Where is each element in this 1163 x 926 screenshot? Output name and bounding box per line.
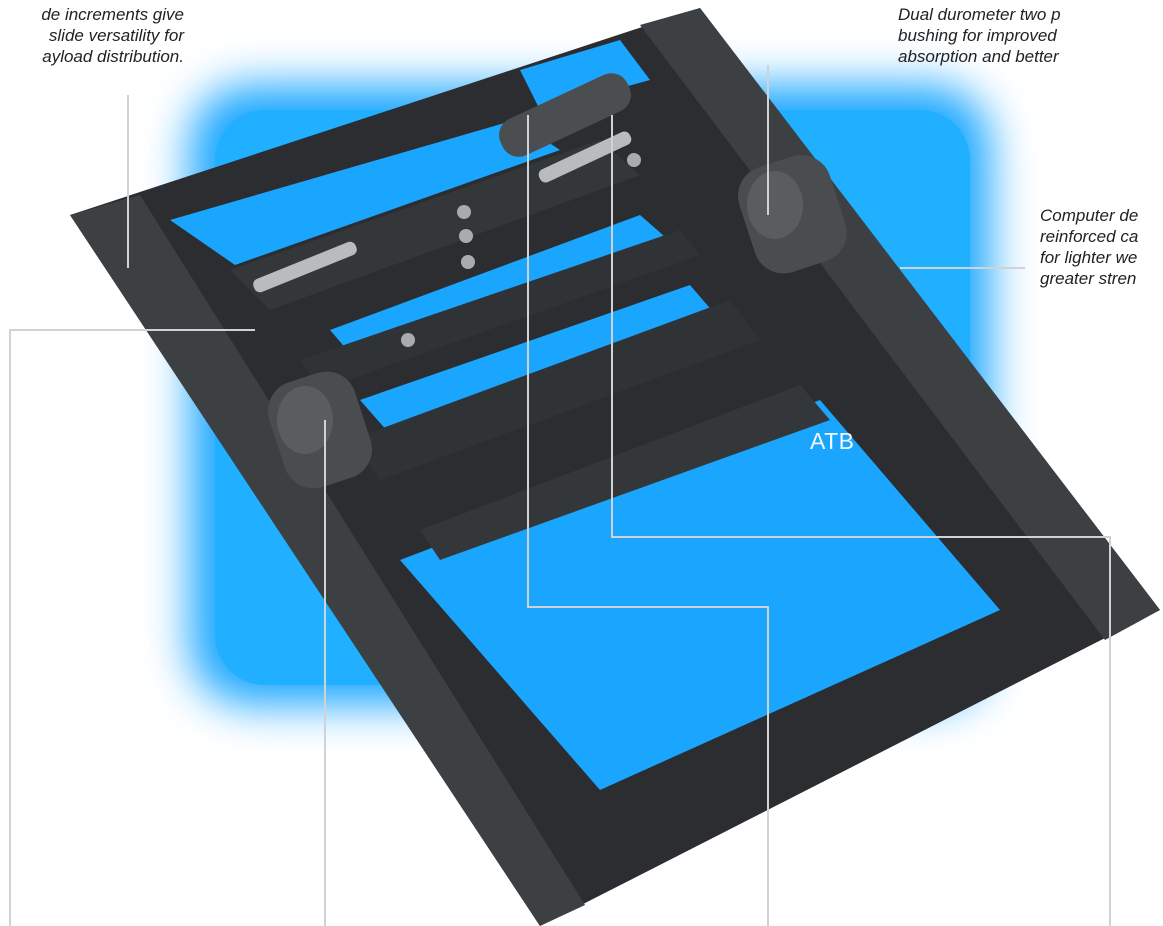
bolt	[457, 205, 471, 219]
callout-line: de increments give	[41, 5, 184, 24]
callout-line: bushing for improved	[898, 26, 1057, 45]
callout-line: slide versatility for	[48, 26, 184, 45]
mid-window-2	[360, 285, 720, 440]
leader-lines	[9, 65, 1111, 926]
leader-spring-bottom	[611, 115, 1111, 926]
callout-line: absorption and better	[898, 47, 1059, 66]
bushing-right	[747, 171, 803, 239]
callout-line: Dual durometer two p	[898, 5, 1061, 24]
upper-window	[520, 40, 650, 110]
crossbar-4	[420, 385, 830, 560]
bushing-left	[277, 386, 333, 454]
callout-line: greater stren	[1040, 269, 1137, 288]
callout-line: ayload distribution.	[42, 47, 184, 66]
spring-left	[253, 241, 357, 293]
damper-cylinder	[499, 73, 631, 157]
brand-mark: ATB	[810, 428, 855, 454]
bolt	[459, 229, 473, 243]
callout-slide-increments: de increments give slide versatility for…	[0, 4, 184, 67]
callout-line: Computer de	[1040, 206, 1139, 225]
top-window	[170, 120, 560, 265]
bolt	[627, 153, 641, 167]
spring-upper	[538, 131, 632, 183]
crossbar-1	[230, 140, 640, 310]
leader-left-bottom	[9, 329, 255, 926]
lower-window	[400, 400, 1000, 790]
leader-damper-bottom	[527, 115, 769, 926]
left-rail	[70, 195, 585, 926]
callout-computer-designed: Computer de reinforced ca for lighter we…	[1040, 205, 1138, 289]
callout-line: reinforced ca	[1040, 227, 1139, 246]
callout-line: for lighter we	[1040, 248, 1138, 267]
crossbar-3	[350, 300, 760, 480]
bolt	[401, 333, 415, 347]
callout-dual-durometer-bushing: Dual durometer two p bushing for improve…	[898, 4, 1061, 67]
crossbar-2	[300, 230, 700, 390]
bolt	[461, 255, 475, 269]
